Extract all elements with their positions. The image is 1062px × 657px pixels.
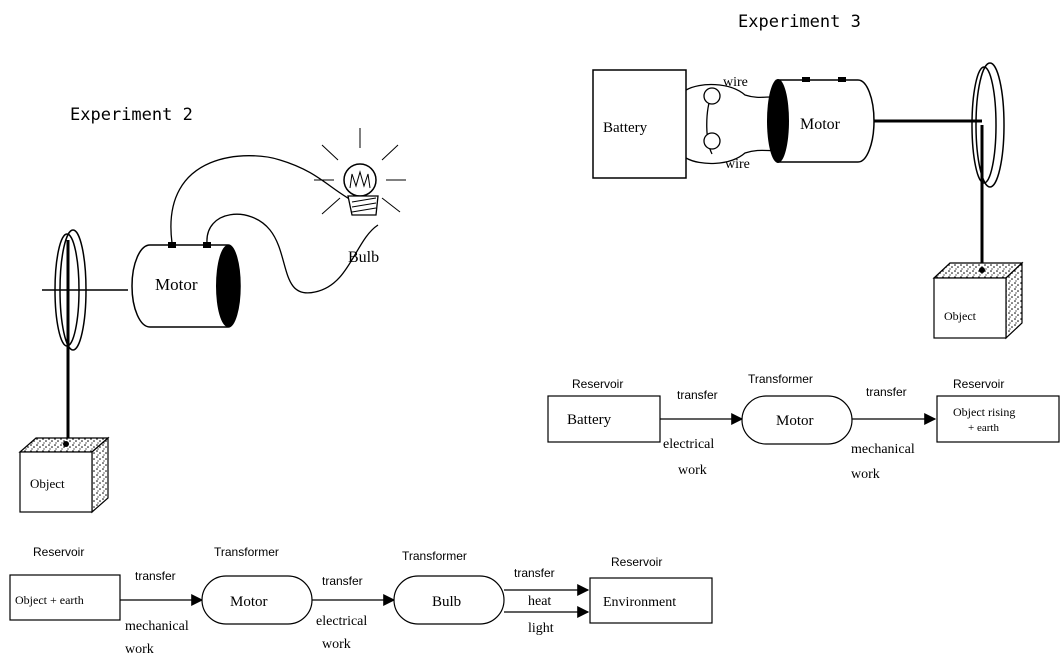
flow3-transformer-label: Motor <box>776 413 814 429</box>
flow3-transformer-caption: Transformer <box>748 372 813 386</box>
flow2-transformer2-label: Bulb <box>432 594 461 610</box>
flow3-work2-line1: mechanical <box>851 442 915 457</box>
exp3-motor-label: Motor <box>800 116 841 133</box>
flow3-transfer1: transfer <box>677 388 718 402</box>
flow3-reservoir2-line1: Object rising <box>953 405 1015 419</box>
exp3-battery: Battery <box>592 69 687 179</box>
exp2-bulb-label: Bulb <box>348 249 379 266</box>
flow2-work2-line1: electrical <box>316 614 367 629</box>
flow3-reservoir2-caption: Reservoir <box>953 377 1004 391</box>
exp3-battery-label: Battery <box>603 120 648 136</box>
exp3-motor: Motor <box>767 77 875 163</box>
flow3-work1-line1: electrical <box>663 437 714 452</box>
flow2-transfer3: transfer <box>514 566 555 580</box>
flow2-transfer2: transfer <box>322 574 363 588</box>
flow3-reservoir1-box <box>547 395 661 443</box>
flow3-transfer2: transfer <box>866 385 907 399</box>
flow2-work1-line1: mechanical <box>125 619 189 634</box>
exp3-object-label: Object <box>944 309 977 323</box>
flow2-work1-line2: work <box>125 642 154 657</box>
flow2-transformer2-caption: Transformer <box>402 549 467 563</box>
exp2-pulley <box>42 229 128 440</box>
exp2-wires <box>170 155 379 294</box>
experiment-2-title: Experiment 2 <box>70 105 193 125</box>
flow2-reservoir2-label: Environment <box>603 595 676 610</box>
flow2-transformer1-label: Motor <box>230 594 268 610</box>
flow2-transformer2-box <box>393 575 505 625</box>
flow3-reservoir2-box <box>936 395 1060 443</box>
exp3-wires: wire wire <box>685 75 779 172</box>
flow3-reservoir1-label: Battery <box>567 412 612 428</box>
experiment-3-title: Experiment 3 <box>738 12 861 32</box>
flow3-reservoir2-line2: + earth <box>968 422 999 434</box>
flow2-reservoir1-box <box>9 574 121 621</box>
flow2-transfer1: transfer <box>135 569 176 583</box>
flow2-out-heat: heat <box>528 594 551 609</box>
exp2-object: Object <box>18 436 110 514</box>
exp3-wire-bottom-label: wire <box>725 157 750 172</box>
flow3-work1-line2: work <box>678 463 707 478</box>
flow2-reservoir2-box <box>589 577 713 624</box>
flow3-transformer-box <box>741 395 853 445</box>
exp2-bulb: Bulb <box>314 128 406 266</box>
flow2-reservoir2-caption: Reservoir <box>611 555 662 569</box>
exp2-object-label: Object <box>30 476 65 491</box>
exp2-motor-label: Motor <box>155 275 198 294</box>
exp3-wire-top-label: wire <box>723 75 748 90</box>
flow3-diagram: Reservoir Battery transfer electrical wo… <box>547 372 1060 482</box>
flow2-reservoir1-caption: Reservoir <box>33 545 84 559</box>
flow3-reservoir1-caption: Reservoir <box>572 377 623 391</box>
flow2-work2-line2: work <box>322 637 351 652</box>
flow2-transformer1-caption: Transformer <box>214 545 279 559</box>
flow2-reservoir1-label: Object + earth <box>15 593 84 607</box>
flow3-work2-line2: work <box>851 467 880 482</box>
flow2-diagram: Reservoir Object + earth transfer mechan… <box>9 545 713 657</box>
exp2-motor: Motor <box>131 242 241 328</box>
exp3-pulley <box>874 62 1005 270</box>
exp3-object: Object <box>932 261 1024 340</box>
flow2-out-light: light <box>528 621 554 636</box>
